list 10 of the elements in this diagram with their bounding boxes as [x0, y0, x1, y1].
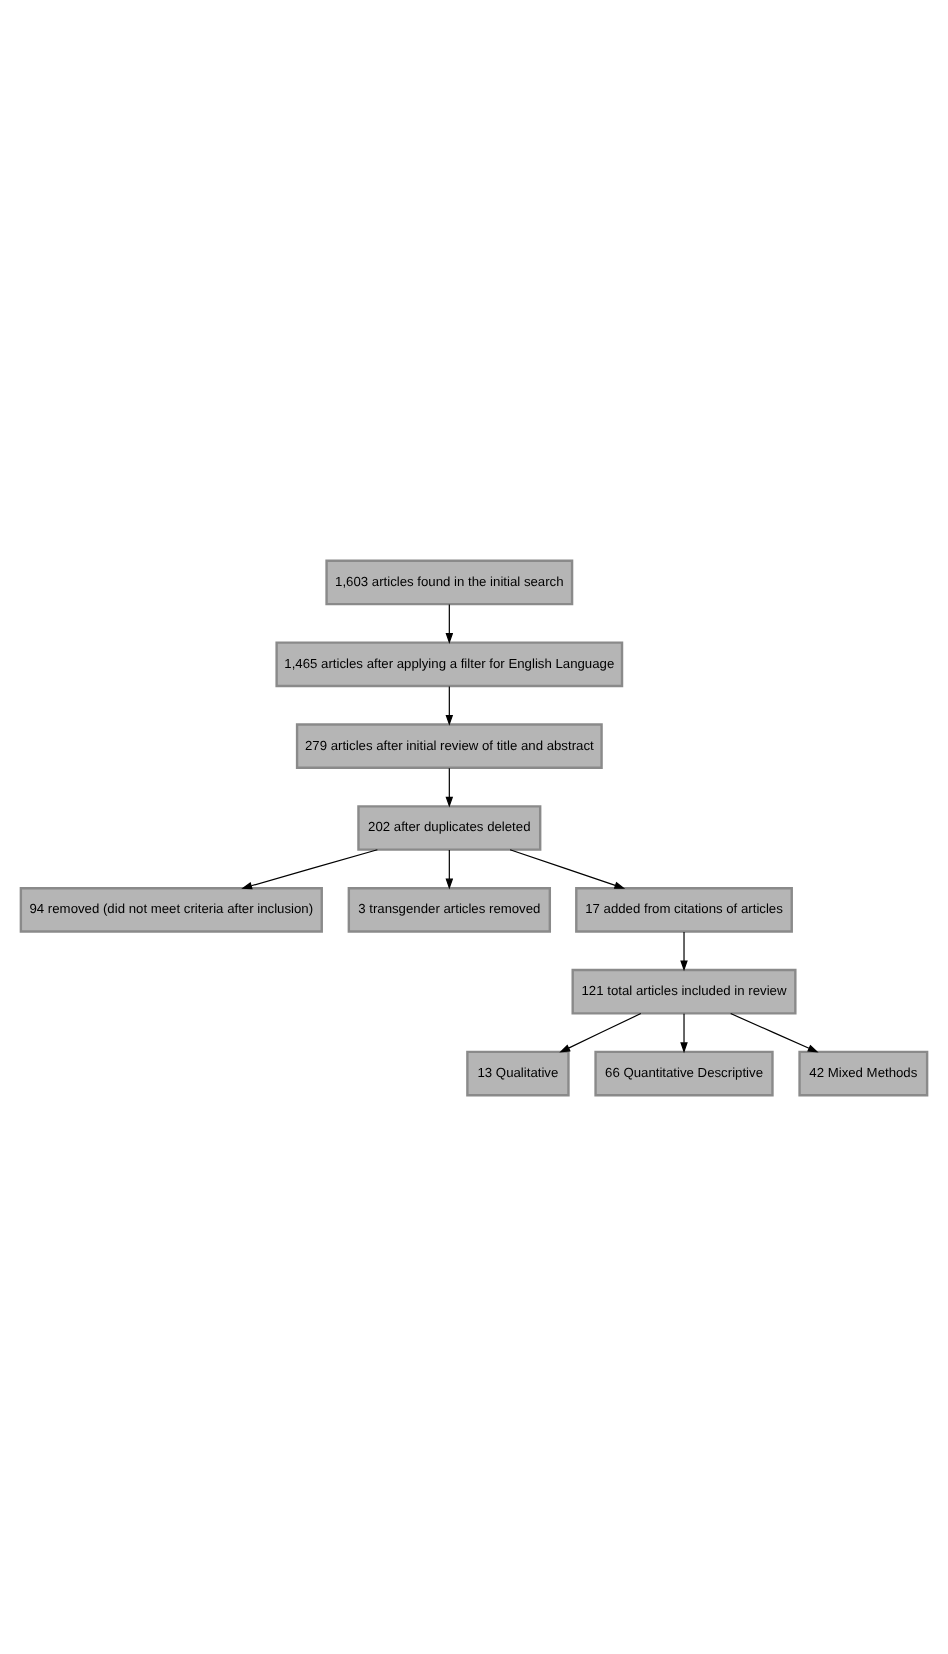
arrow	[730, 1011, 819, 1052]
arrow	[445, 684, 454, 725]
arrow	[445, 602, 454, 643]
arrow	[559, 1011, 642, 1052]
arrow	[445, 766, 454, 807]
arrow	[680, 1012, 688, 1053]
arrow	[445, 848, 454, 889]
arrow	[509, 848, 626, 888]
arrow	[680, 930, 688, 971]
arrow	[241, 848, 378, 889]
